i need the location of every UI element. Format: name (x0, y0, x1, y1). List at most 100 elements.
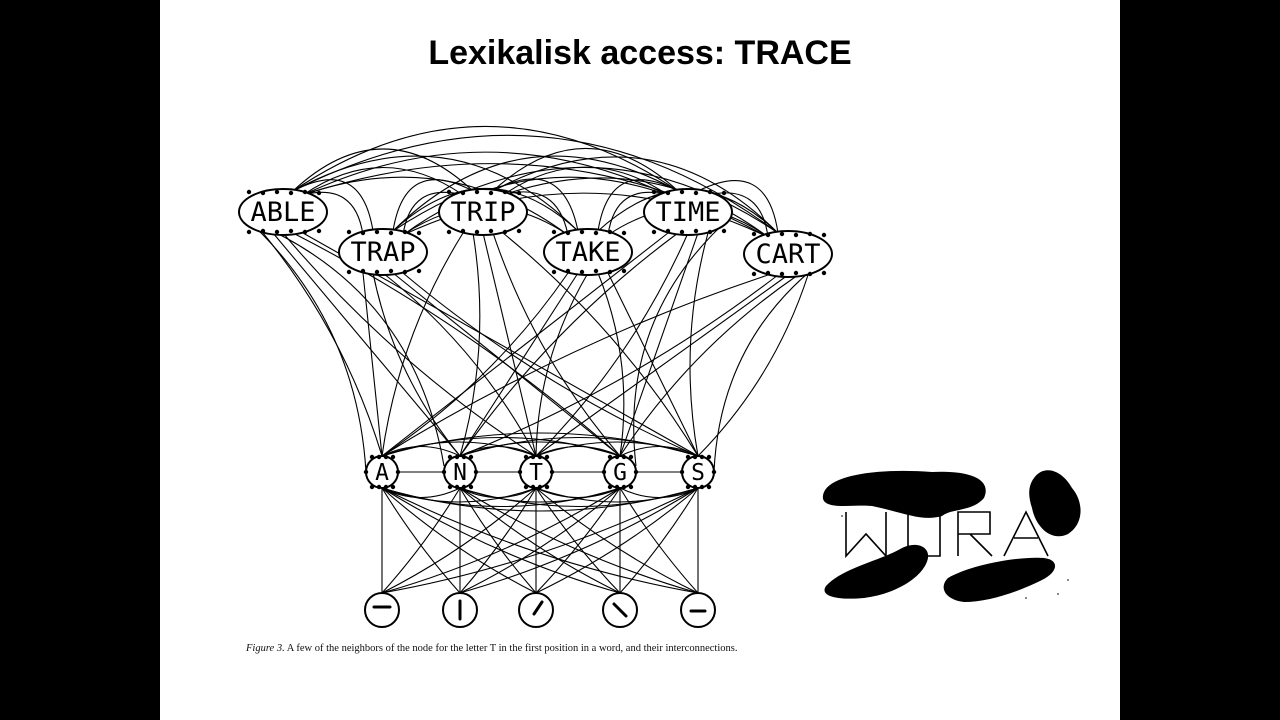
connection-endpoint (707, 229, 713, 235)
connection-endpoint (614, 454, 620, 460)
letter-node-n: N (443, 455, 477, 489)
connection-endpoint (473, 469, 479, 475)
connection-endpoint (693, 190, 699, 196)
letter-node-label: G (613, 460, 627, 486)
connection-endpoint (628, 484, 634, 490)
connection-endpoint (346, 229, 352, 235)
feature-letter-connection (381, 487, 699, 594)
connection-endpoint (607, 484, 613, 490)
connection-endpoint (711, 469, 717, 475)
word-letter-connection (381, 232, 464, 457)
connection-endpoint (288, 228, 294, 234)
feature-letter-connection (459, 487, 537, 594)
word-letter-connection (607, 272, 699, 457)
connection-endpoint (651, 229, 657, 235)
connection-endpoint (447, 484, 453, 490)
feature-letter-connection (381, 487, 461, 594)
word-letter-connection (372, 272, 461, 457)
connection-endpoint (454, 454, 460, 460)
letter-node-t: T (519, 455, 553, 489)
connection-endpoint (369, 454, 375, 460)
letter-letter-connection (535, 441, 699, 457)
letter-letter-connection (381, 487, 461, 499)
connection-endpoint (360, 268, 366, 274)
connection-endpoint (388, 268, 394, 274)
occluded-word-letters (845, 510, 1049, 559)
connection-endpoint (523, 484, 529, 490)
word-word-connection (402, 191, 464, 236)
connection-endpoint (807, 231, 813, 237)
connection-endpoint (363, 469, 369, 475)
connection-endpoint (544, 484, 550, 490)
word-letter-connection (459, 274, 779, 457)
word-letter-connection (381, 232, 669, 457)
connection-endpoint (565, 230, 571, 236)
connection-endpoint (765, 270, 771, 276)
connection-endpoint (383, 454, 389, 460)
word-word-connection (392, 179, 474, 232)
word-letter-connection (713, 253, 833, 473)
feature-letter-connection (381, 487, 621, 594)
word-node-label: CART (755, 239, 820, 270)
word-word-connection (707, 192, 769, 238)
connection-endpoint (416, 268, 422, 274)
connection-endpoint (692, 454, 698, 460)
connection-endpoint (807, 271, 813, 277)
connection-endpoint (274, 189, 280, 195)
word-letter-connection (242, 217, 445, 467)
word-node-label: TRIP (450, 197, 515, 228)
word-letter-connection (459, 232, 679, 457)
word-letter-connection (619, 274, 799, 457)
letter-node-s: S (681, 455, 715, 489)
word-letter-connection (382, 272, 537, 457)
connection-endpoint (416, 230, 422, 236)
connection-endpoint (821, 270, 827, 276)
connection-endpoint (549, 469, 555, 475)
connection-endpoint (707, 189, 713, 195)
connection-endpoint (446, 229, 452, 235)
connection-endpoint (685, 454, 691, 460)
connection-endpoint (751, 231, 757, 237)
letter-node-label: S (691, 460, 705, 486)
connection-endpoint (651, 189, 657, 195)
connection-endpoint (395, 469, 401, 475)
connection-endpoint (779, 231, 785, 237)
connection-endpoint (621, 230, 627, 236)
feature-letter-connection (459, 487, 621, 594)
connection-endpoint (601, 469, 607, 475)
feature-letter-connection (459, 487, 699, 594)
connection-endpoint (565, 268, 571, 274)
feature-node-horizontal-top-feature (364, 592, 400, 628)
word-node-label: TAKE (555, 237, 620, 268)
connection-endpoint (751, 271, 757, 277)
connection-endpoint (765, 232, 771, 238)
connection-endpoint (383, 484, 389, 490)
word-word-connection (302, 191, 364, 236)
word-letter-connection (381, 272, 569, 457)
connection-endpoint (699, 484, 705, 490)
connection-endpoint (488, 228, 494, 234)
connection-endpoint (516, 228, 522, 234)
connection-endpoint (390, 484, 396, 490)
connection-endpoint (402, 269, 408, 275)
connection-endpoint (523, 454, 529, 460)
feature-letter-connection (381, 487, 621, 594)
word-word-connection (292, 126, 679, 192)
connection-endpoint (390, 454, 396, 460)
connection-endpoint (454, 484, 460, 490)
letter-node-a: A (365, 455, 399, 489)
connection-endpoint (376, 484, 382, 490)
connection-endpoint (793, 270, 799, 276)
word-letter-connection (238, 211, 367, 473)
connection-endpoint (388, 230, 394, 236)
connection-endpoint (679, 189, 685, 195)
ink-blot (943, 557, 1056, 602)
feature-letter-connection (381, 487, 699, 594)
connection-endpoint (551, 229, 557, 235)
feature-node-vertical-feature (442, 592, 478, 628)
connection-endpoint (316, 190, 322, 196)
word-letter-connection (282, 232, 537, 457)
connection-endpoint (316, 228, 322, 234)
word-word-connection (502, 166, 669, 196)
